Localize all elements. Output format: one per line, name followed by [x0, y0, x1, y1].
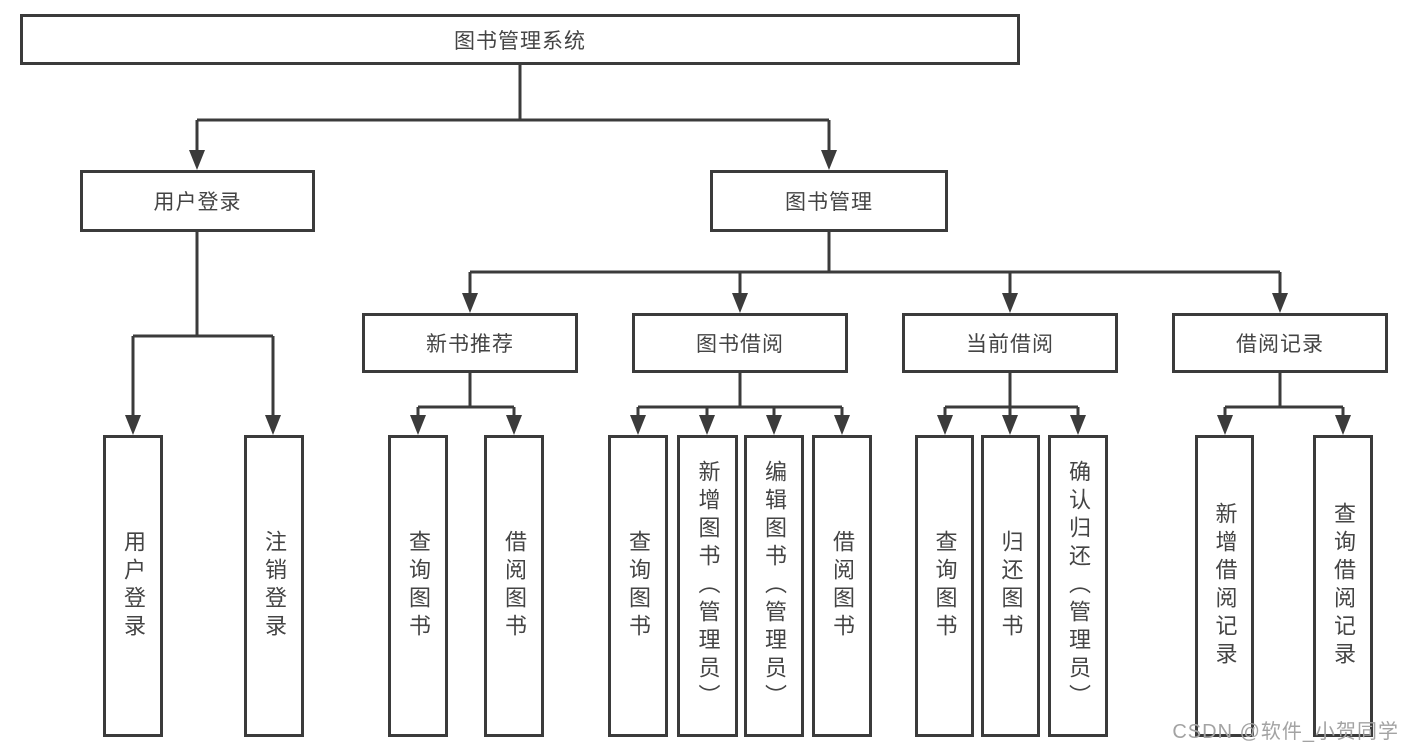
leaf-borrow-add-book-admin: 新增图书（管理员）	[677, 435, 738, 737]
arrowhead	[699, 415, 715, 435]
edge-root-to-branches	[195, 64, 831, 152]
leaf-logout: 注销登录	[244, 435, 304, 737]
node-label: 查询借阅记录	[1331, 502, 1356, 670]
arrowhead	[834, 415, 850, 435]
node-label: 用户登录	[153, 191, 242, 214]
node-book-borrow: 图书借阅	[632, 313, 848, 373]
leaf-current-return-book: 归还图书	[981, 435, 1040, 737]
node-borrow-record: 借阅记录	[1172, 313, 1388, 373]
edge-book-management-to-groups	[468, 232, 1282, 294]
leaf-recommend-query-book: 查询图书	[388, 435, 448, 737]
leaf-borrow-query-book: 查询图书	[608, 435, 668, 737]
arrowhead	[732, 293, 748, 313]
edge-current-borrow-to-leaves	[943, 373, 1080, 416]
leaf-borrow-borrow-book: 借阅图书	[812, 435, 872, 737]
leaf-recommend-borrow-book: 借阅图书	[484, 435, 544, 737]
node-label: 归还图书	[998, 530, 1024, 642]
arrowhead	[410, 415, 426, 435]
node-label: 图书管理	[785, 191, 873, 214]
arrowhead	[766, 415, 782, 435]
node-label: 借阅图书	[830, 530, 855, 642]
node-label: 编辑图书（管理员）	[762, 460, 787, 712]
arrowhead	[462, 293, 478, 313]
leaf-current-query-book: 查询图书	[915, 435, 974, 737]
node-root-system: 图书管理系统	[20, 14, 1020, 65]
leaf-record-query-record: 查询借阅记录	[1313, 435, 1373, 737]
node-label: 新书推荐	[426, 333, 514, 356]
node-label: 用户登录	[121, 530, 146, 642]
arrowhead	[1002, 415, 1018, 435]
node-user-login-group: 用户登录	[80, 170, 315, 232]
leaf-user-login: 用户登录	[103, 435, 163, 737]
node-label: 图书管理系统	[454, 29, 586, 53]
arrowhead	[937, 415, 953, 435]
node-label: 借阅图书	[502, 530, 527, 642]
edge-book-borrow-to-leaves	[636, 373, 844, 416]
arrowhead	[821, 150, 837, 170]
node-current-borrow: 当前借阅	[902, 313, 1118, 373]
node-book-management-group: 图书管理	[710, 170, 948, 232]
arrowhead	[189, 150, 205, 170]
node-label: 图书借阅	[696, 333, 784, 356]
arrowhead	[1335, 415, 1351, 435]
csdn-watermark: CSDN @软件_小贺同学	[1172, 721, 1399, 743]
node-label: 查询图书	[406, 530, 431, 642]
node-label: 注销登录	[262, 530, 287, 642]
edge-user-login-to-leaves	[131, 232, 275, 416]
arrowhead	[125, 415, 141, 435]
arrowhead	[630, 415, 646, 435]
arrowhead	[1217, 415, 1233, 435]
arrowhead	[265, 415, 281, 435]
node-new-book-recommend: 新书推荐	[362, 313, 578, 373]
node-label: 借阅记录	[1236, 333, 1324, 356]
arrowhead	[506, 415, 522, 435]
arrowhead	[1272, 293, 1288, 313]
node-label: 新增图书（管理员）	[695, 460, 721, 712]
arrowhead	[1002, 293, 1018, 313]
edge-new-book-recommend-to-leaves	[416, 373, 516, 416]
node-label: 确认归还（管理员）	[1066, 460, 1091, 712]
leaf-record-add-record: 新增借阅记录	[1195, 435, 1254, 737]
node-label: 当前借阅	[966, 333, 1054, 356]
node-label: 查询图书	[932, 530, 958, 642]
node-label: 新增借阅记录	[1212, 502, 1238, 670]
arrowhead	[1070, 415, 1086, 435]
node-label: 查询图书	[626, 530, 651, 642]
edge-borrow-record-to-leaves	[1223, 373, 1345, 416]
leaf-borrow-edit-book-admin: 编辑图书（管理员）	[744, 435, 804, 737]
leaf-current-confirm-return-admin: 确认归还（管理员）	[1048, 435, 1108, 737]
